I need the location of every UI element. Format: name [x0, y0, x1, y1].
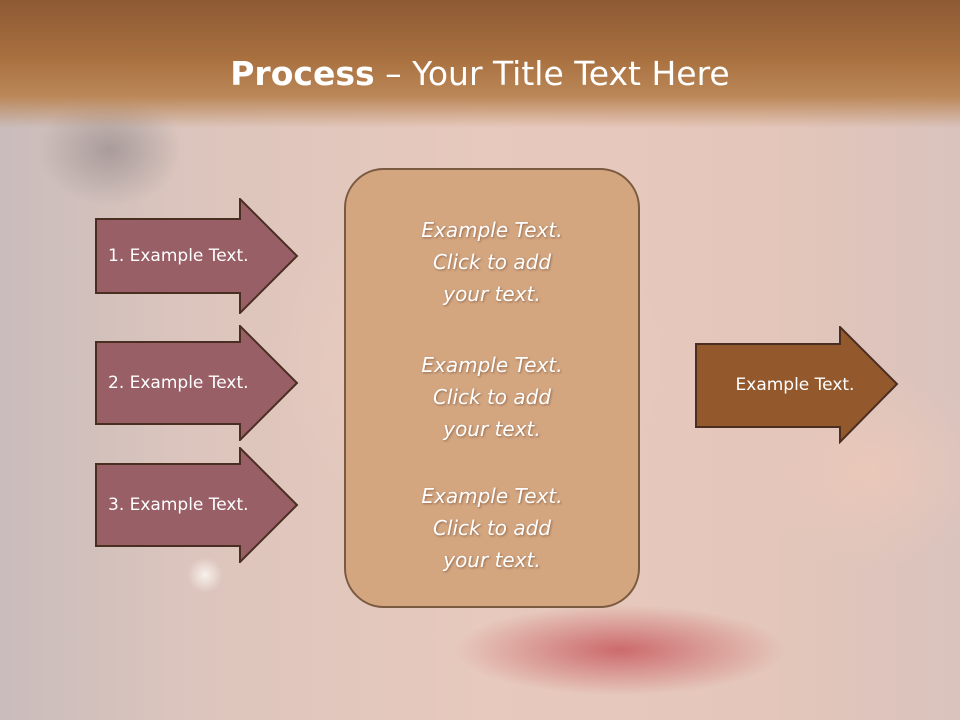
block-line: Example Text. — [421, 353, 563, 377]
block-line: Click to add — [432, 250, 552, 274]
arrow-shape — [95, 447, 299, 563]
block-line: your text. — [443, 548, 541, 572]
center-text-block-3: Example Text. Click to add your text. — [346, 480, 638, 576]
center-text-block-2: Example Text. Click to add your text. — [346, 349, 638, 445]
left-arrow-3-label: 3. Example Text. — [108, 495, 249, 515]
center-text-block-1: Example Text. Click to add your text. — [346, 214, 638, 310]
block-line: your text. — [443, 417, 541, 441]
block-line: Click to add — [432, 516, 552, 540]
left-arrow-1-label: 1. Example Text. — [108, 246, 249, 266]
slide-title[interactable]: Process – Your Title Text Here — [0, 52, 960, 96]
block-line: Click to add — [432, 385, 552, 409]
left-arrow-2-label: 2. Example Text. — [108, 373, 249, 393]
title-bold: Process — [230, 54, 375, 93]
block-line: Example Text. — [421, 218, 563, 242]
right-arrow-label: Example Text. — [735, 375, 855, 395]
block-line: your text. — [443, 282, 541, 306]
block-line: Example Text. — [421, 484, 563, 508]
left-arrow-1[interactable]: 1. Example Text. — [95, 198, 299, 314]
left-arrow-2[interactable]: 2. Example Text. — [95, 325, 299, 441]
left-arrow-3[interactable]: 3. Example Text. — [95, 447, 299, 563]
center-text-box[interactable]: Example Text. Click to add your text. Ex… — [344, 168, 640, 608]
arrow-shape — [695, 326, 899, 444]
right-arrow[interactable]: Example Text. — [695, 326, 899, 444]
title-rest: – Your Title Text Here — [374, 54, 730, 93]
arrow-shape — [95, 198, 299, 314]
arrow-shape — [95, 325, 299, 441]
title-bar — [0, 0, 960, 128]
